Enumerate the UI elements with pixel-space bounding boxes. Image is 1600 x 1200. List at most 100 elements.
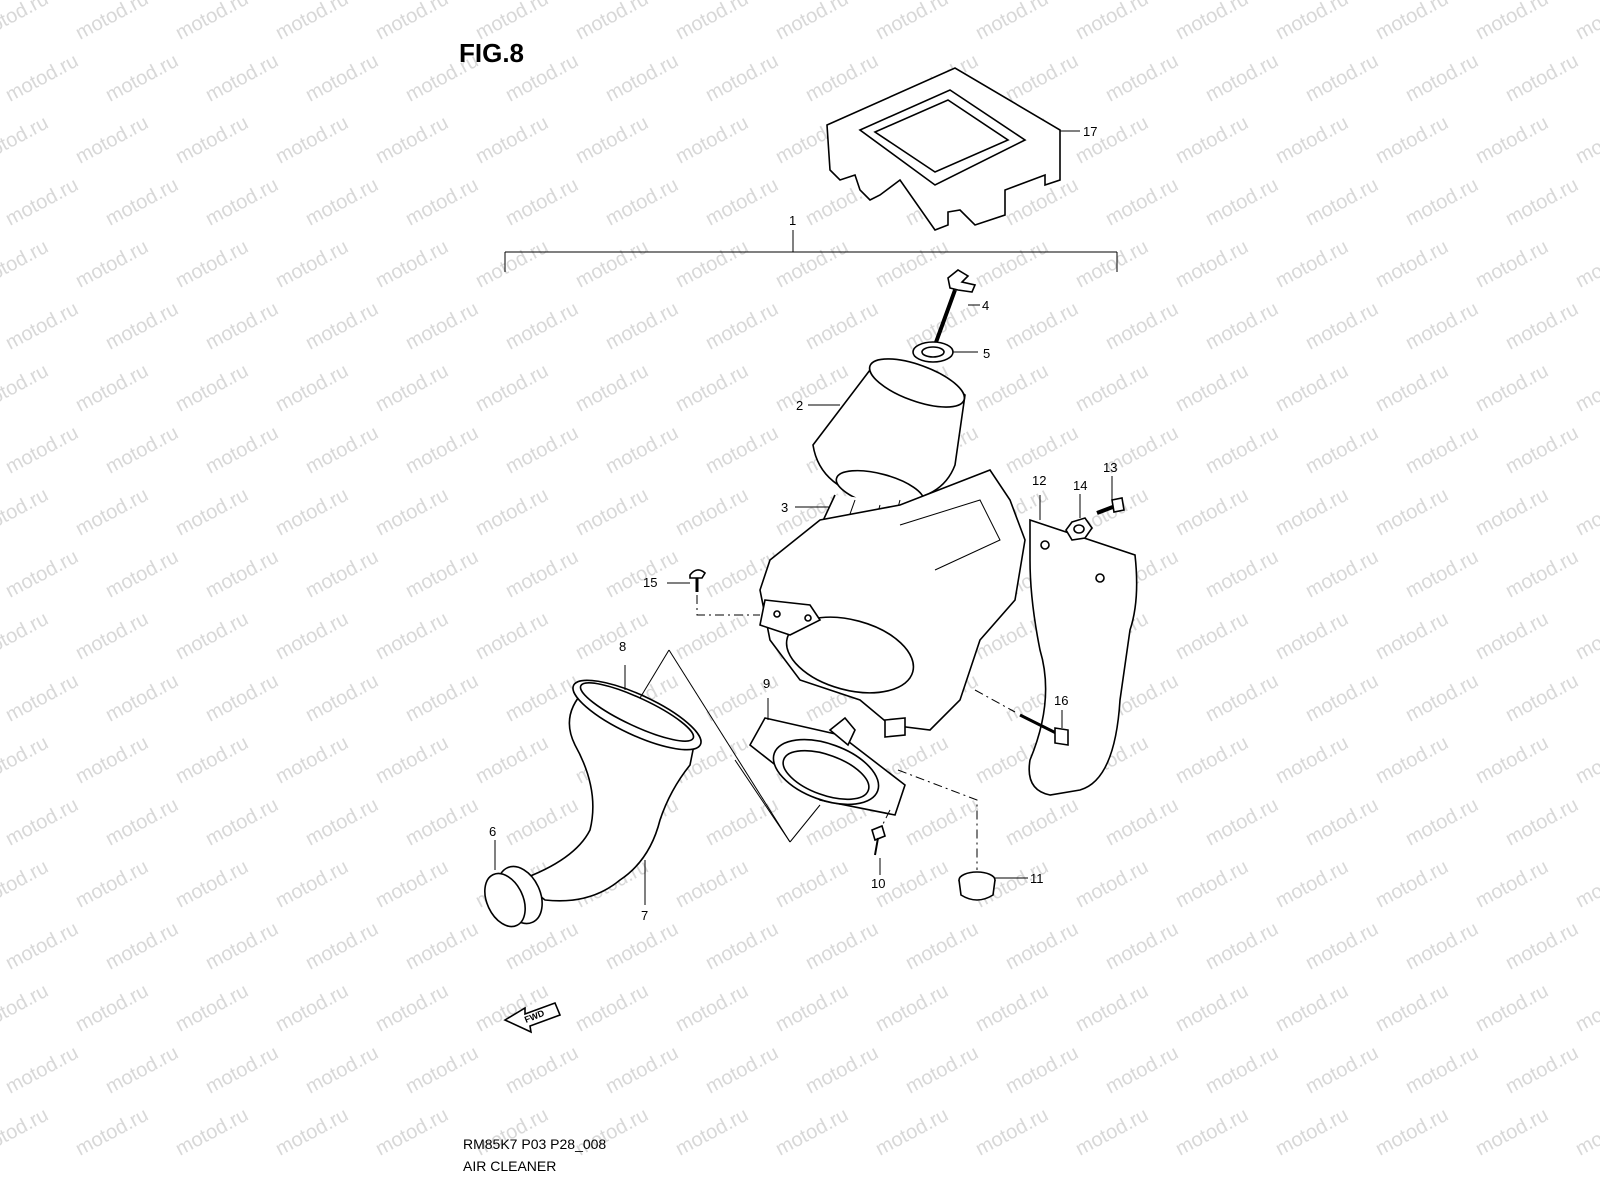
watermark-text: motod.ru <box>1202 422 1282 478</box>
watermark-text: motod.ru <box>0 732 52 788</box>
watermark-text: motod.ru <box>302 422 382 478</box>
watermark-text: motod.ru <box>1402 794 1482 850</box>
watermark-text: motod.ru <box>1572 980 1600 1036</box>
watermark-text: motod.ru <box>702 918 782 974</box>
watermark-text: motod.ru <box>172 856 252 912</box>
watermark-text: motod.ru <box>1372 360 1452 416</box>
watermark-text: motod.ru <box>872 980 952 1036</box>
watermark-text: motod.ru <box>272 980 352 1036</box>
watermark-text: motod.ru <box>202 546 282 602</box>
filter-element-part <box>808 358 966 502</box>
watermark-text: motod.ru <box>1402 50 1482 106</box>
bolt-13-part <box>1096 476 1125 515</box>
watermark-text: motod.ru <box>1572 484 1600 540</box>
watermark-text: motod.ru <box>1102 794 1182 850</box>
watermark-text: motod.ru <box>1202 298 1282 354</box>
watermark-text: motod.ru <box>1502 794 1582 850</box>
watermark-text: motod.ru <box>1472 0 1552 44</box>
watermark-text: motod.ru <box>972 236 1052 292</box>
callout-15: 15 <box>643 575 657 590</box>
watermark-text: motod.ru <box>1172 1104 1252 1160</box>
watermark-text: motod.ru <box>1172 112 1252 168</box>
watermark-text: motod.ru <box>72 856 152 912</box>
watermark-text: motod.ru <box>72 360 152 416</box>
watermark-text: motod.ru <box>602 298 682 354</box>
watermark-text: motod.ru <box>1072 236 1152 292</box>
watermark-text: motod.ru <box>1372 856 1452 912</box>
watermark-text: motod.ru <box>1202 670 1282 726</box>
watermark-text: motod.ru <box>1272 1104 1352 1160</box>
watermark-text: motod.ru <box>1502 670 1582 726</box>
flange-part <box>748 698 906 816</box>
watermark-text: motod.ru <box>502 1042 582 1098</box>
callout-2: 2 <box>796 398 803 413</box>
watermark-text: motod.ru <box>0 0 52 44</box>
watermark-text: motod.ru <box>1472 360 1552 416</box>
watermark-text: motod.ru <box>72 112 152 168</box>
watermark-text: motod.ru <box>972 1104 1052 1160</box>
callout-4: 4 <box>982 298 989 313</box>
watermark-text: motod.ru <box>502 794 582 850</box>
watermark-text: motod.ru <box>672 484 752 540</box>
watermark-text: motod.ru <box>1472 484 1552 540</box>
watermark-text: motod.ru <box>1202 50 1282 106</box>
watermark-text: motod.ru <box>802 298 882 354</box>
watermark-text: motod.ru <box>1002 422 1082 478</box>
figure-code: RM85K7 P03 P28_008 <box>463 1136 607 1152</box>
watermark-text: motod.ru <box>0 980 52 1036</box>
watermark-text: motod.ru <box>102 918 182 974</box>
watermark-text: motod.ru <box>72 980 152 1036</box>
callout-16: 16 <box>1054 693 1068 708</box>
watermark-text: motod.ru <box>1002 918 1082 974</box>
watermark-text: motod.ru <box>202 670 282 726</box>
watermark-text: motod.ru <box>872 0 952 44</box>
watermark-text: motod.ru <box>402 298 482 354</box>
watermark-text: motod.ru <box>672 1104 752 1160</box>
callout-11: 11 <box>1030 871 1044 886</box>
watermark-text: motod.ru <box>172 1104 252 1160</box>
watermark-text: motod.ru <box>472 236 552 292</box>
watermark-text: motod.ru <box>502 298 582 354</box>
watermark-text: motod.ru <box>802 918 882 974</box>
watermark-text: motod.ru <box>202 794 282 850</box>
watermark-text: motod.ru <box>702 794 782 850</box>
watermark-text: motod.ru <box>302 670 382 726</box>
figure-title: FIG.8 <box>459 38 525 68</box>
callout-9: 9 <box>763 676 770 691</box>
watermark-text: motod.ru <box>1172 608 1252 664</box>
watermark-text: motod.ru <box>1302 298 1382 354</box>
watermark-text: motod.ru <box>102 546 182 602</box>
watermark-text: motod.ru <box>1472 1104 1552 1160</box>
watermark-text: motod.ru <box>1302 50 1382 106</box>
watermark-text: motod.ru <box>0 608 52 664</box>
watermark-text: motod.ru <box>172 980 252 1036</box>
watermark-text: motod.ru <box>1402 670 1482 726</box>
watermark-text: motod.ru <box>102 298 182 354</box>
watermark-text: motod.ru <box>1502 1042 1582 1098</box>
watermark-text: motod.ru <box>972 0 1052 44</box>
watermark-text: motod.ru <box>172 236 252 292</box>
callout-3: 3 <box>781 500 788 515</box>
watermark-text: motod.ru <box>1502 174 1582 230</box>
watermark-text: motod.ru <box>1302 546 1382 602</box>
watermark-text: motod.ru <box>1302 422 1382 478</box>
watermark-text: motod.ru <box>1102 174 1182 230</box>
watermark-text: motod.ru <box>102 50 182 106</box>
watermark-text: motod.ru <box>672 236 752 292</box>
watermark-text: motod.ru <box>1102 1042 1182 1098</box>
watermark-text: motod.ru <box>672 360 752 416</box>
watermark-text: motod.ru <box>772 1104 852 1160</box>
watermark-text: motod.ru <box>1302 1042 1382 1098</box>
watermark-text: motod.ru <box>302 918 382 974</box>
watermark-text: motod.ru <box>502 422 582 478</box>
watermark-text: motod.ru <box>672 980 752 1036</box>
watermark-text: motod.ru <box>1372 980 1452 1036</box>
watermark-text: motod.ru <box>1172 484 1252 540</box>
assembly-v-lines <box>639 649 821 843</box>
watermark-text: motod.ru <box>1272 608 1352 664</box>
watermark-text: motod.ru <box>172 0 252 44</box>
watermark-text: motod.ru <box>202 298 282 354</box>
watermark-text: motod.ru <box>1502 298 1582 354</box>
watermark-text: motod.ru <box>802 50 882 106</box>
air-box-part <box>759 469 1026 738</box>
